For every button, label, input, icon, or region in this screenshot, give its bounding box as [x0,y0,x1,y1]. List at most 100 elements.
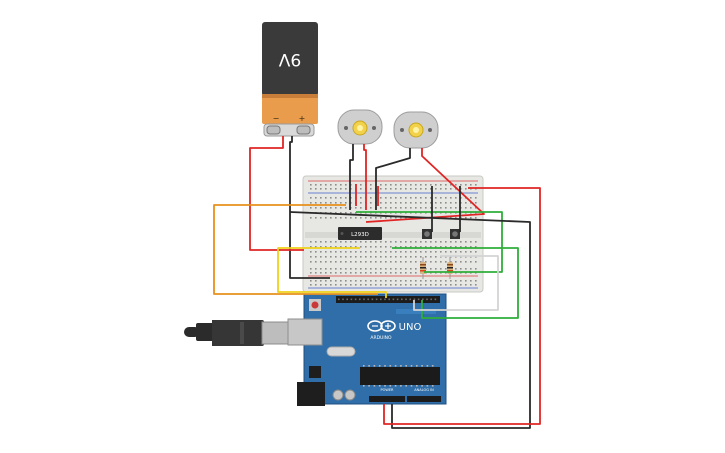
l293d-ic[interactable]: L293D [338,227,382,240]
breadboard-hole [373,385,376,387]
battery-9v[interactable]: 9V − + [262,22,318,137]
breadboard-hole [390,251,392,253]
battery-terminal-minus[interactable] [266,125,281,135]
breadboard-hole [420,246,422,248]
wire-motor2-a[interactable] [375,148,411,210]
breadboard-hole [370,202,372,204]
breadboard-hole [340,188,342,190]
breadboard-hole [345,188,347,190]
wire-battery-negative[interactable] [289,136,330,279]
breadboard-hole [395,197,397,199]
breadboard-hole [405,268,407,270]
breadboard-hole [365,280,367,282]
breadboard-hole [470,251,472,253]
breadboard-hole [415,272,417,274]
breadboard-hole [415,202,417,204]
reset-button[interactable] [311,301,319,309]
breadboard-hole [475,207,477,209]
wire-orange[interactable] [213,204,378,295]
breadboard-hole [340,207,342,209]
breadboard-hole [345,268,347,270]
wire-motor1-a[interactable] [349,144,354,210]
breadboard-hole [416,385,418,387]
breadboard-hole [370,272,372,274]
breadboard-hole [325,261,327,263]
breadboard-hole [430,261,432,263]
breadboard-hole [385,268,387,270]
breadboard-hole [400,268,402,270]
breadboard-hole [355,256,357,258]
breadboard-hole [426,365,429,367]
push-button-2[interactable] [450,229,460,239]
wire-yellow[interactable] [277,247,387,298]
breadboard-hole [400,251,402,253]
breadboard-hole [345,207,347,209]
breadboard-hole [396,298,399,301]
breadboard-hole [320,256,322,258]
breadboard-hole [405,385,407,387]
breadboard-hole [410,207,412,209]
breadboard-hole [368,365,370,367]
wire-white[interactable] [413,255,499,311]
breadboard-hole [395,184,397,186]
breadboard-hole [445,261,447,263]
breadboard-hole [400,246,402,248]
breadboard-hole [320,284,322,286]
breadboard-hole [370,256,372,258]
breadboard-hole [363,385,365,387]
breadboard-hole [405,280,407,282]
breadboard-hole [360,272,362,274]
breadboard-hole [320,272,322,274]
power-header [369,396,405,402]
resistor-2[interactable] [447,257,453,279]
breadboard-hole [420,188,422,190]
breadboard-hole [440,246,442,248]
wire-red-5v[interactable] [383,187,541,425]
breadboard-hole [375,256,377,258]
breadboard-hole [450,246,452,248]
wire-black-gnd[interactable] [289,211,531,429]
breadboard-hole [315,217,317,219]
breadboard-hole [405,256,407,258]
breadboard-hole [405,207,407,209]
breadboard-hole [310,188,312,190]
breadboard-hole [350,256,352,258]
breadboard-hole [440,268,442,270]
dc-motor-1[interactable] [337,109,383,145]
breadboard-hole [345,241,347,243]
breadboard-hole [425,188,427,190]
breadboard-hole [430,202,432,204]
breadboard-hole [445,207,447,209]
usb-cable[interactable] [184,320,291,346]
breadboard-hole [345,251,347,253]
wire-green-right[interactable] [392,247,519,319]
wire-green-top[interactable] [356,211,503,273]
breadboard-hole [315,207,317,209]
breadboard-hole [370,184,372,186]
breadboard-hole [410,251,412,253]
breadboard-hole [425,256,427,258]
breadboard-hole [342,298,344,301]
wire-battery-positive[interactable] [249,136,304,251]
dc-motor-2[interactable] [393,111,439,149]
wire-motor1-b[interactable] [363,144,367,210]
breadboard-hole [475,284,477,286]
breadboard-hole [325,280,327,282]
breadboard-hole [380,284,382,286]
breadboard-hole [345,261,347,263]
breadboard-hole [405,188,407,190]
battery-terminal-plus[interactable] [296,125,311,135]
breadboard-hole [385,256,387,258]
breadboard-hole [380,188,382,190]
breadboard-hole [350,268,352,270]
push-button-1[interactable] [422,229,432,239]
arduino-uno[interactable]: UNO ARDUINO POWER ANALOG IN [287,293,447,406]
resistor-1[interactable] [420,257,426,279]
breadboard-hole [440,202,442,204]
breadboard-hole [325,184,327,186]
breadboard-hole [360,207,362,209]
breadboard-hole [385,184,387,186]
breadboard-hole [385,261,387,263]
breadboard-hole [455,184,457,186]
breadboard-hole [360,268,362,270]
